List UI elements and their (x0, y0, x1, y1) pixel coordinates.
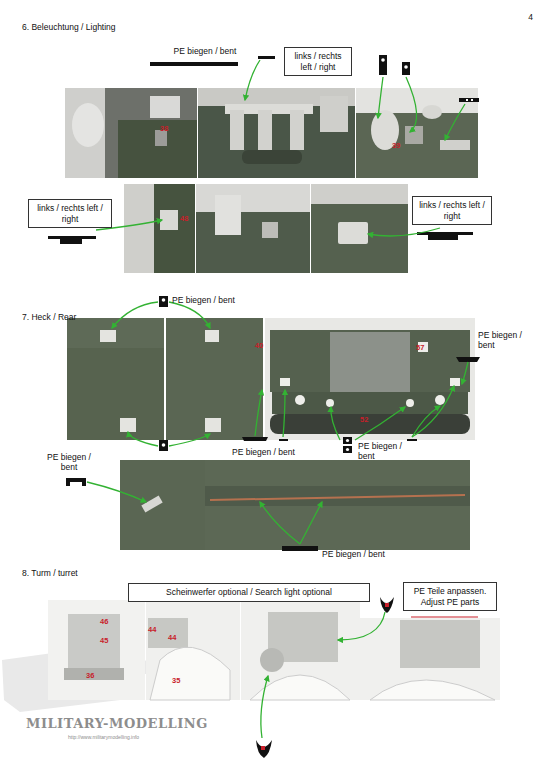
photo (198, 88, 355, 178)
leader-arrow (96, 60, 465, 236)
callout-number: 44 (168, 633, 188, 642)
note-text: Scheinwerfer optional / Search light opt… (134, 587, 364, 598)
instruction-label: 4 (505, 12, 533, 22)
instruction-label: 8. Turm / turret (22, 568, 142, 578)
callout-number: 45 (100, 636, 120, 645)
photo (67, 318, 164, 440)
photo (311, 184, 408, 273)
callout-number: 46 (100, 617, 120, 626)
photo (241, 600, 360, 700)
photo (360, 618, 500, 700)
callout-number: 38 (160, 124, 180, 133)
photo (120, 460, 205, 550)
note-text: links / rechts left / right (34, 203, 106, 224)
photo (205, 460, 470, 550)
leader-arrow (87, 302, 468, 544)
instruction-label: PE biegen / bent (150, 46, 260, 56)
photo (48, 600, 145, 700)
callout-number: 44 (148, 625, 168, 634)
leader-arrow (261, 612, 385, 738)
photo (196, 184, 310, 273)
pe-part (256, 597, 478, 758)
photo (265, 318, 475, 440)
photo (65, 88, 197, 178)
callout-number: 57 (416, 343, 436, 352)
instruction-label: 7. Heck / Rear (22, 312, 142, 322)
instruction-label: PE biegen / bent (478, 330, 540, 350)
instruction-label: PE biegen / bent (172, 295, 282, 305)
callout-number: 48 (180, 214, 200, 223)
pe-hole (162, 298, 349, 451)
callout-box: Scheinwerfer optional / Search light opt… (128, 583, 370, 602)
callout-number: 36 (86, 671, 106, 680)
pe-hole (381, 58, 473, 101)
callout-number: 35 (172, 676, 192, 685)
callout-box: links / rechts left / right (412, 196, 492, 225)
callout-number: 40 (255, 341, 275, 350)
callout-box: links / rechts left / right (28, 199, 112, 228)
note-text: PE Teile anpassen. Adjust PE parts (409, 586, 491, 607)
callout-number: 39 (392, 141, 412, 150)
callout-box: links / rechts left / right (284, 47, 352, 76)
photo (124, 184, 195, 273)
note-text: links / rechts left / right (290, 51, 346, 72)
photo (166, 318, 263, 440)
instruction-label: PE biegen / bent (358, 441, 418, 461)
callout-box: PE Teile anpassen. Adjust PE parts (403, 582, 497, 611)
pe-part (66, 296, 480, 551)
note-text: links / rechts left / right (418, 200, 486, 221)
photo (356, 88, 478, 178)
watermark: http://www.militarymodelling.info (68, 734, 228, 740)
photo (146, 600, 240, 700)
instruction-label: PE biegen / bent (322, 549, 432, 559)
watermark: MILITARY-MODELLING (26, 716, 226, 732)
callout-number: 52 (360, 415, 380, 424)
instruction-label: PE biegen / bent (232, 447, 342, 457)
instruction-label: 6. Beleuchtung / Lighting (22, 22, 222, 32)
instruction-label: PE biegen / bent (38, 452, 100, 472)
